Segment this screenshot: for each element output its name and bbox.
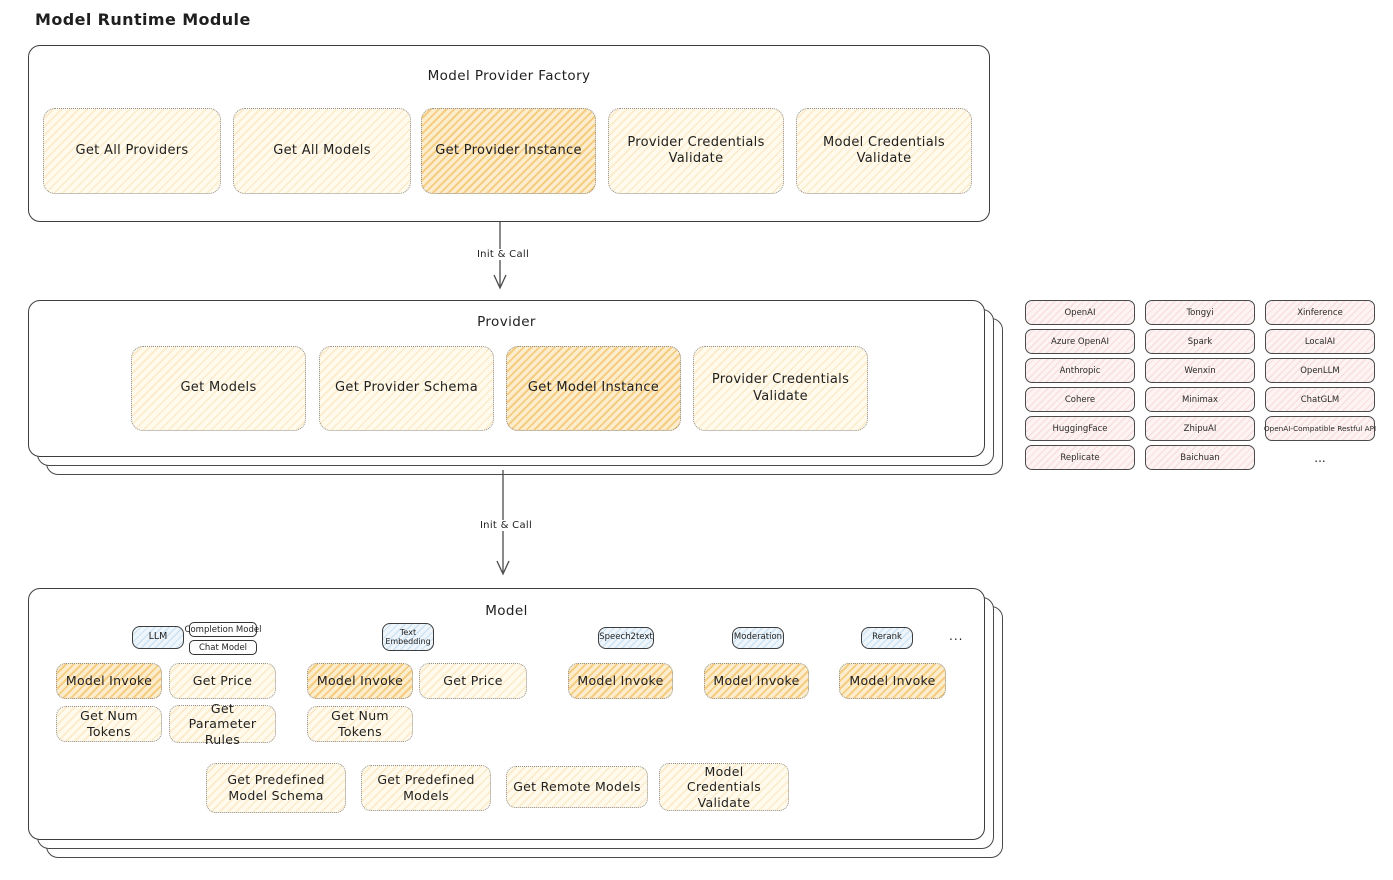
provider-cell-localai: LocalAI bbox=[1265, 329, 1375, 354]
tag-label: Text Embedding bbox=[385, 627, 431, 646]
node-label: Get Num Tokens bbox=[80, 708, 138, 739]
provider-cell-openai-compatible: OpenAI-Compatible Restful API bbox=[1264, 416, 1376, 441]
provider-title: Provider bbox=[477, 314, 536, 330]
node-get-predefined-model-schema: Get Predefined Model Schema bbox=[206, 763, 346, 813]
model-types-ellipsis: ... bbox=[949, 629, 964, 643]
node-embedding-get-price: Get Price bbox=[419, 663, 527, 699]
model-title: Model bbox=[485, 603, 528, 619]
node-label: Get Models bbox=[180, 380, 257, 396]
provider-cell-spark: Spark bbox=[1145, 329, 1255, 354]
tag-label: Speech2text bbox=[599, 632, 653, 643]
node-get-provider-instance: Get Provider Instance bbox=[421, 108, 596, 194]
node-label: Get Price bbox=[443, 673, 503, 689]
tag-chat-model: Chat Model bbox=[189, 640, 257, 655]
tag-label: Chat Model bbox=[198, 642, 248, 653]
init-call-label-1: Init & Call bbox=[472, 249, 534, 260]
tag-llm: LLM bbox=[132, 626, 184, 649]
node-speech2text-model-invoke: Model Invoke bbox=[568, 663, 673, 699]
node-get-provider-schema: Get Provider Schema bbox=[319, 346, 494, 431]
node-get-predefined-models: Get Predefined Models bbox=[361, 765, 491, 811]
node-label: Model Invoke bbox=[65, 673, 153, 689]
provider-grid-ellipsis: ... bbox=[1314, 450, 1326, 465]
node-model-credentials-validate-2: Model Credentials Validate bbox=[659, 763, 789, 811]
provider-cell-anthropic: Anthropic bbox=[1025, 358, 1135, 383]
provider-cell-minimax: Minimax bbox=[1145, 387, 1255, 412]
provider-cell-openllm: OpenLLM bbox=[1265, 358, 1375, 383]
factory-title: Model Provider Factory bbox=[427, 68, 591, 84]
node-label: Provider Credentials Validate bbox=[627, 134, 765, 166]
node-label: Get All Models bbox=[273, 142, 371, 158]
tag-label: Rerank bbox=[872, 632, 902, 643]
provider-cell-replicate: Replicate bbox=[1025, 445, 1135, 470]
node-label: Get All Providers bbox=[75, 142, 189, 158]
tag-moderation: Moderation bbox=[732, 627, 784, 649]
provider-cell-huggingface: HuggingFace bbox=[1025, 416, 1135, 441]
node-provider-credentials-validate-2: Provider Credentials Validate bbox=[693, 346, 868, 431]
node-moderation-model-invoke: Model Invoke bbox=[704, 663, 809, 699]
provider-cell-cohere: Cohere bbox=[1025, 387, 1135, 412]
node-label: Get Provider Instance bbox=[435, 142, 582, 158]
node-label: Model Invoke bbox=[316, 673, 404, 689]
node-label: Get Remote Models bbox=[513, 779, 641, 795]
provider-cell-baichuan: Baichuan bbox=[1145, 445, 1255, 470]
node-get-models: Get Models bbox=[131, 346, 306, 431]
provider-cell-wenxin: Wenxin bbox=[1145, 358, 1255, 383]
node-model-credentials-validate: Model Credentials Validate bbox=[796, 108, 972, 194]
provider-cell-azure-openai: Azure OpenAI bbox=[1025, 329, 1135, 354]
node-embedding-get-num-tokens: Get Num Tokens bbox=[307, 706, 413, 742]
node-label: Get Predefined Model Schema bbox=[227, 772, 325, 803]
node-get-all-providers: Get All Providers bbox=[43, 108, 221, 194]
init-call-arrow-1 bbox=[493, 222, 507, 290]
node-embedding-model-invoke: Model Invoke bbox=[307, 663, 413, 699]
node-label: Get Model Instance bbox=[527, 380, 660, 396]
provider-cell-chatglm: ChatGLM bbox=[1265, 387, 1375, 412]
node-get-model-instance: Get Model Instance bbox=[506, 346, 681, 431]
provider-cell-xinference: Xinference bbox=[1265, 300, 1375, 325]
provider-box: Provider Get Models Get Provider Schema … bbox=[28, 300, 985, 457]
node-label: Model Credentials Validate bbox=[686, 763, 762, 810]
provider-cell-zhipuai: ZhipuAI bbox=[1145, 416, 1255, 441]
tag-completion-model: Completion Model bbox=[185, 622, 261, 637]
model-provider-factory-box: Model Provider Factory Get All Providers… bbox=[28, 45, 990, 222]
tag-label: Completion Model bbox=[184, 624, 262, 635]
provider-name-grid: OpenAI Tongyi Xinference Azure OpenAI Sp… bbox=[1025, 300, 1376, 470]
node-label: Get Provider Schema bbox=[335, 380, 478, 396]
node-llm-get-price: Get Price bbox=[169, 663, 276, 699]
node-label: Model Invoke bbox=[849, 673, 936, 689]
node-get-remote-models: Get Remote Models bbox=[506, 766, 648, 808]
tag-label: Moderation bbox=[733, 632, 783, 643]
node-label: Get Price bbox=[192, 673, 253, 689]
tag-speech2text: Speech2text bbox=[598, 627, 654, 649]
tag-label: LLM bbox=[148, 631, 168, 643]
node-llm-get-parameter-rules: Get Parameter Rules bbox=[169, 701, 276, 747]
node-rerank-model-invoke: Model Invoke bbox=[839, 663, 946, 699]
node-label: Get Num Tokens bbox=[331, 708, 389, 739]
tag-text-embedding: Text Embedding bbox=[382, 623, 434, 651]
node-llm-model-invoke: Model Invoke bbox=[56, 663, 162, 699]
tag-rerank: Rerank bbox=[861, 627, 913, 649]
node-provider-credentials-validate: Provider Credentials Validate bbox=[608, 108, 784, 194]
diagram-title: Model Runtime Module bbox=[35, 10, 251, 29]
init-call-label-2: Init & Call bbox=[475, 520, 537, 531]
node-label: Model Invoke bbox=[577, 673, 664, 689]
node-label: Model Credentials Validate bbox=[823, 134, 945, 166]
node-get-all-models: Get All Models bbox=[233, 108, 411, 194]
node-label: Get Predefined Models bbox=[377, 772, 475, 803]
model-box: Model LLM Completion Model Chat Model Te… bbox=[28, 588, 985, 840]
provider-cell-tongyi: Tongyi bbox=[1145, 300, 1255, 325]
provider-cell-openai: OpenAI bbox=[1025, 300, 1135, 325]
node-label: Model Invoke bbox=[713, 673, 800, 689]
node-label: Provider Credentials Validate bbox=[711, 372, 850, 404]
node-label: Get Parameter Rules bbox=[188, 700, 257, 747]
node-llm-get-num-tokens: Get Num Tokens bbox=[56, 706, 162, 742]
